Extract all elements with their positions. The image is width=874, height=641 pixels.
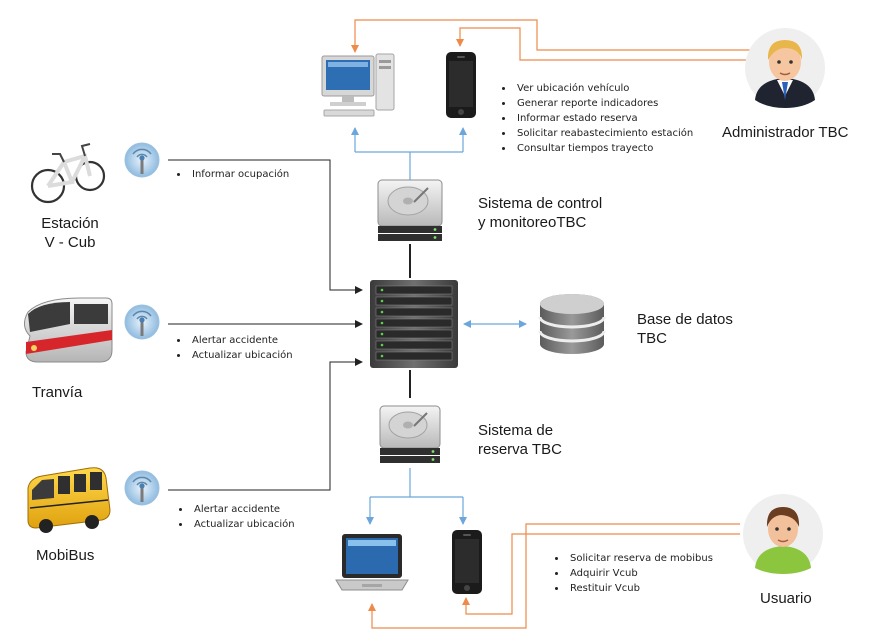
wireless-antenna-icon [124,470,160,506]
admin-to-desktop-arrow [351,19,752,53]
database-label: Base de datos TBC [637,310,733,348]
database-line-2: TBC [637,330,667,347]
control-system-line-1: Sistema de control [478,195,603,212]
tranvia-messages-list: Alertar accidente Actualizar ubicación [174,333,293,363]
usuario-label: Usuario [760,590,812,607]
list-item: Alertar accidente [174,333,293,348]
smartphone-icon [452,530,482,594]
school-bus-icon [27,467,111,533]
laptop-icon [335,534,409,591]
hard-drive-icon [377,179,443,241]
admin-actions-list: Ver ubicación vehículo Generar reporte i… [499,81,693,156]
control-system-label: Sistema de control y monitoreoTBC [478,194,602,232]
database-icon [538,294,606,354]
estacion-line-2: V - Cub [44,234,96,251]
desktop-computer-icon [321,53,395,117]
user-avatar [743,494,823,574]
wireless-antenna-icon [124,304,160,340]
estacion-line-1: Estación [41,215,99,232]
list-item: Alertar accidente [176,502,295,517]
reserva-system-line-2: reserva TBC [478,441,562,458]
estacion-to-server-arrow [168,159,363,294]
database-line-1: Base de datos [637,311,733,328]
wireless-antenna-icon [124,142,160,178]
list-item: Actualizar ubicación [176,517,295,532]
server-rack-icon [370,280,458,368]
list-item: Restituir Vcub [552,581,713,596]
control-to-devices-line [355,151,463,180]
admin-to-phone-arrow [456,27,752,61]
mobibus-label: MobiBus [36,547,95,564]
control-system-line-2: y monitoreoTBC [478,214,587,231]
mobibus-to-server-arrow [168,358,363,491]
businessman-avatar [745,28,825,108]
reserva-system-label: Sistema de reserva TBC [478,421,562,459]
estacion-label: Estación V - Cub [30,214,110,252]
admin-label: Administrador TBC [722,124,849,141]
list-item: Informar ocupación [174,167,289,182]
reserva-system-line-1: Sistema de [478,422,554,439]
usuario-to-laptop-arrow [368,523,740,629]
smartphone-icon [446,52,476,118]
bicycle-icon [30,143,106,204]
list-item: Adquirir Vcub [552,566,713,581]
mobibus-messages-list: Alertar accidente Actualizar ubicación [176,502,295,532]
tranvia-label: Tranvía [32,384,83,401]
list-item: Solicitar reabastecimiento estación [499,126,693,141]
estacion-messages-list: Informar ocupación [174,167,289,182]
list-item: Actualizar ubicación [174,348,293,363]
list-item: Consultar tiempos trayecto [499,141,693,156]
tram-icon [24,297,113,363]
list-item: Generar reporte indicadores [499,96,693,111]
list-item: Solicitar reserva de mobibus [552,551,713,566]
hard-drive-icon [379,405,441,463]
usuario-actions-list: Solicitar reserva de mobibus Adquirir Vc… [552,551,713,596]
list-item: Informar estado reserva [499,111,693,126]
list-item: Ver ubicación vehículo [499,81,693,96]
usuario-to-phone-arrow [462,533,740,615]
reserva-to-devices-line [370,468,463,498]
connections [168,19,752,629]
